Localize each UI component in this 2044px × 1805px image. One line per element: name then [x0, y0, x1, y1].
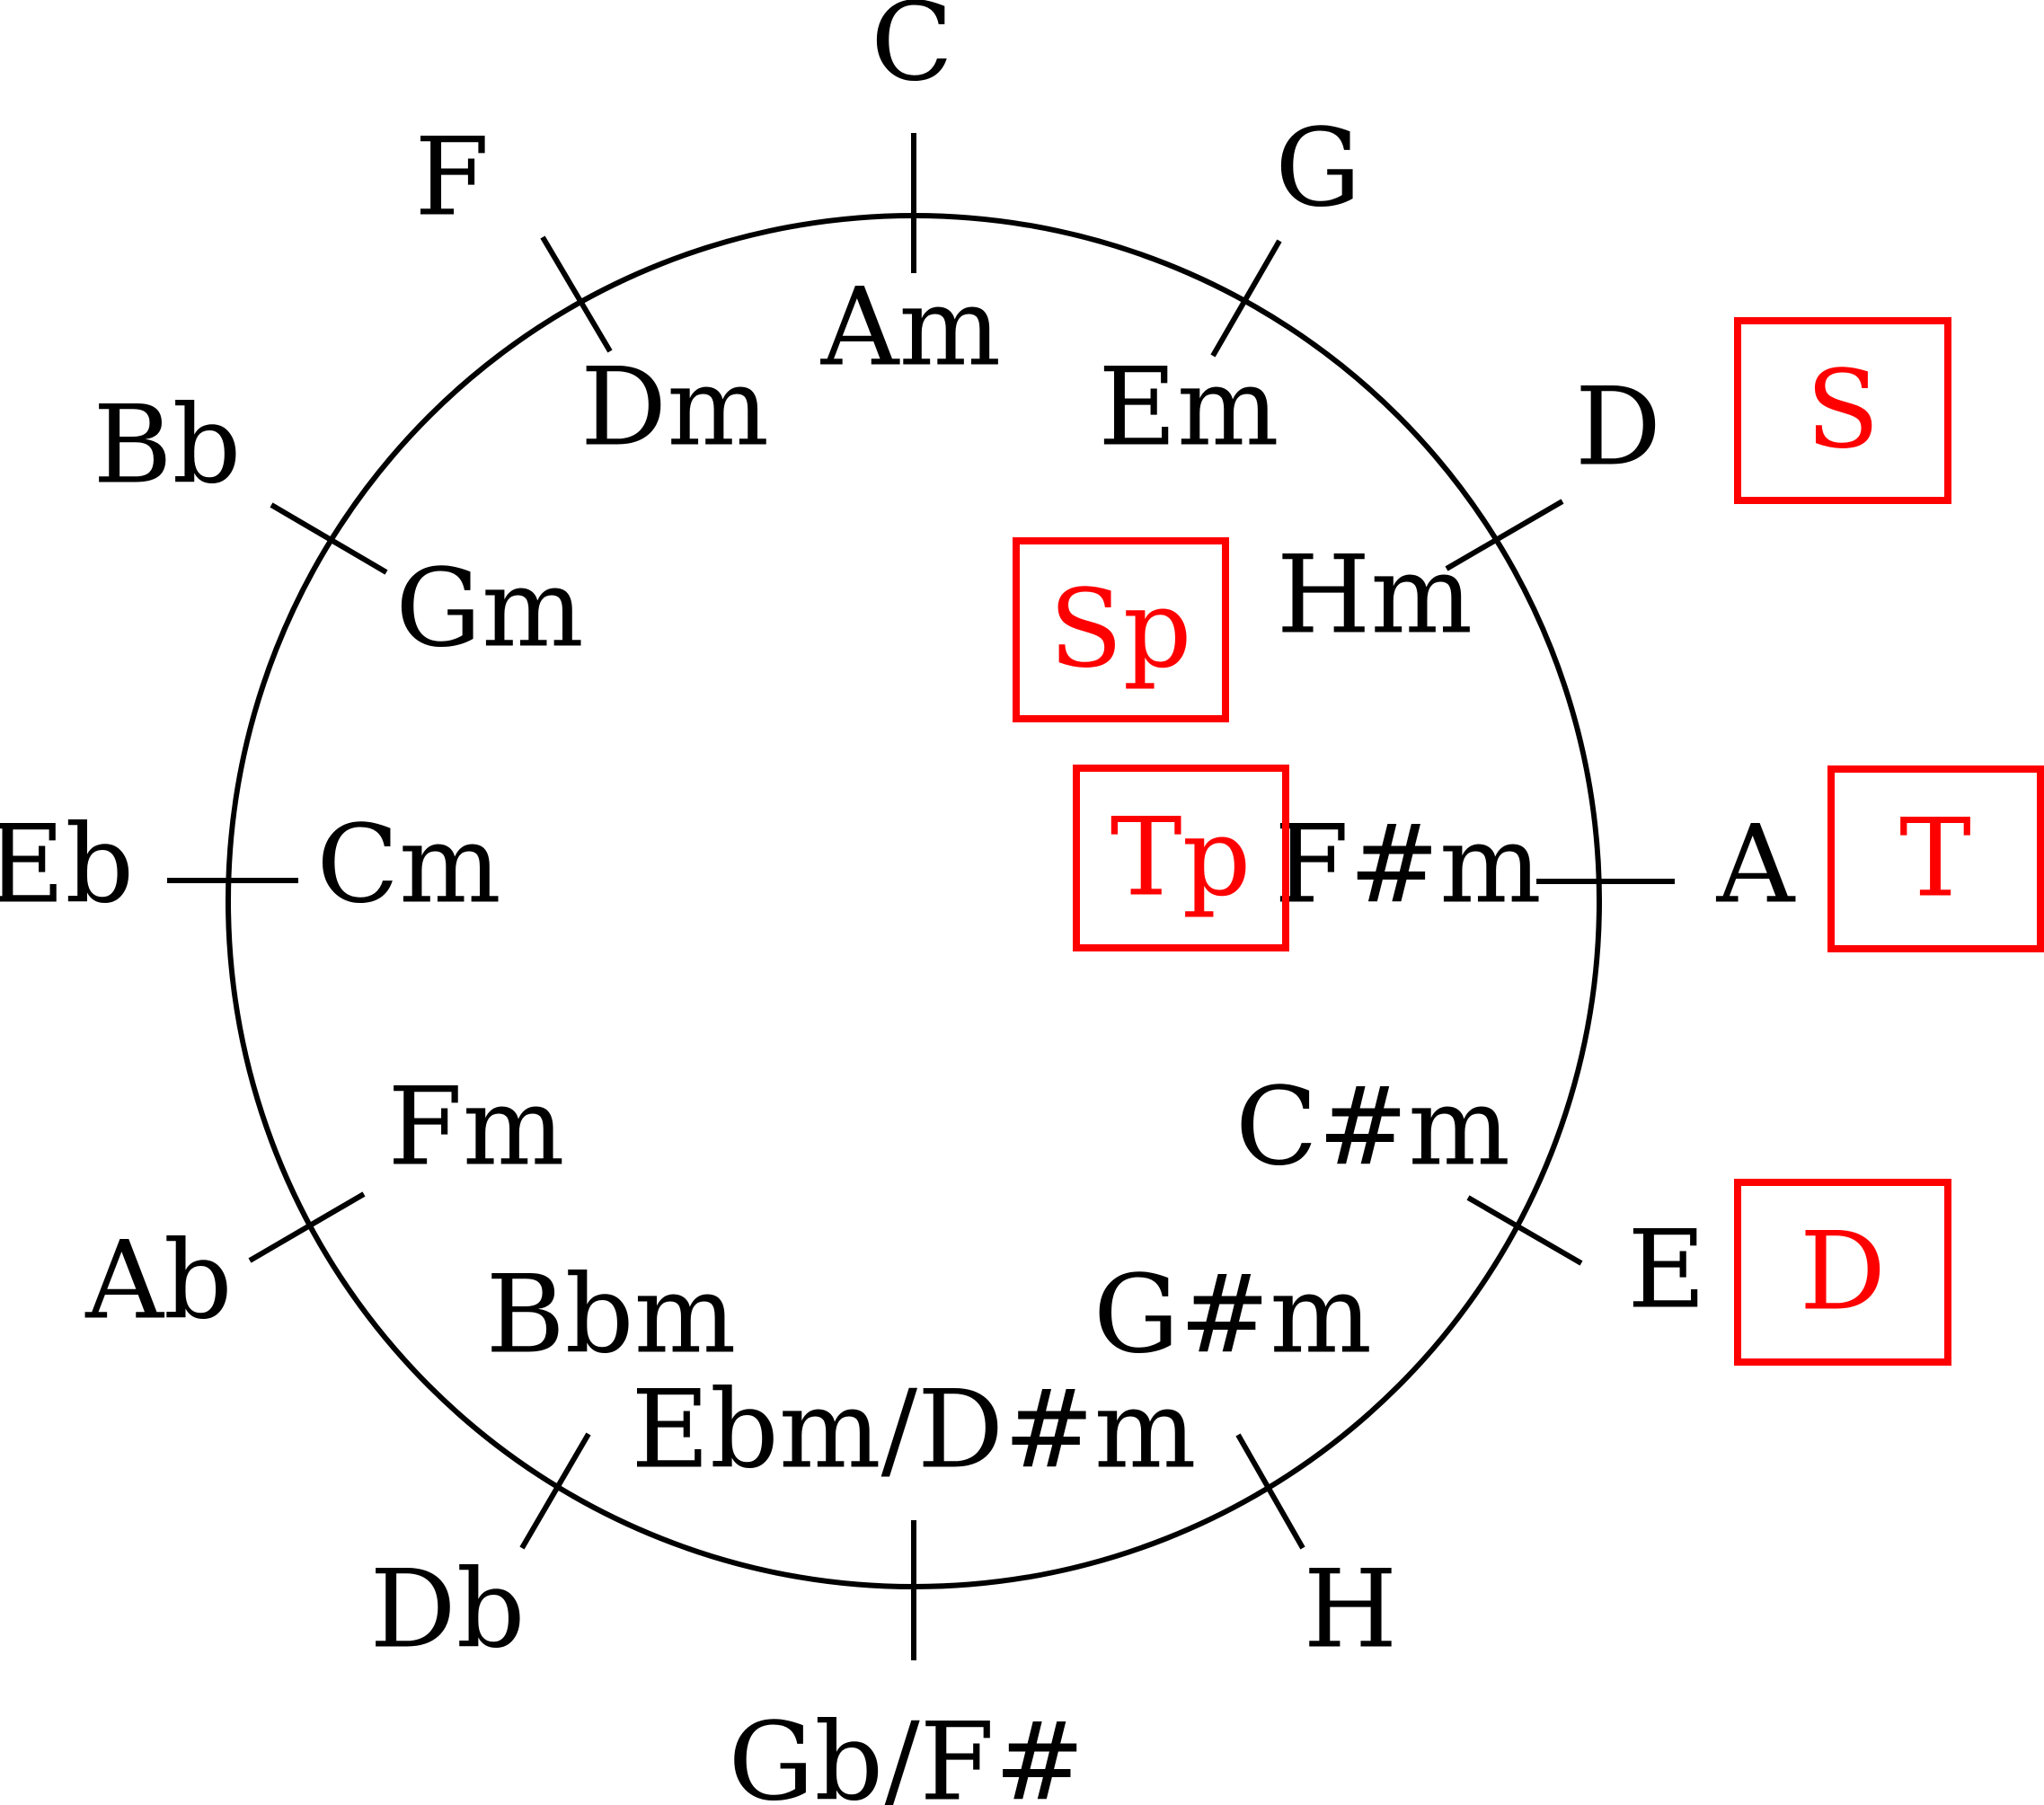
- tick-bb: [270, 502, 388, 575]
- dominant-label: D: [1800, 1210, 1886, 1335]
- minor-key-gsharpm: G#m: [1093, 1253, 1372, 1378]
- minor-key-ebm: Ebm/D#m: [631, 1368, 1196, 1493]
- tick-marks: [167, 133, 1675, 1660]
- minor-key-bbm: Bbm: [486, 1253, 737, 1378]
- tonic-parallel-label: Tp: [1110, 796, 1252, 921]
- major-key-gb: Gb/F#: [729, 1701, 1085, 1805]
- subdominant-label: S: [1806, 349, 1880, 473]
- tick-ab: [248, 1191, 366, 1263]
- tonic-box: [1827, 765, 2044, 952]
- minor-key-em: Em: [1098, 346, 1279, 471]
- minor-key-am: Am: [820, 266, 1001, 391]
- minor-key-labels: Am Em Hm F#m C#m G#m Ebm/D#m Bbm Fm Cm G…: [316, 266, 1542, 1493]
- tonic-label: T: [1899, 797, 1971, 922]
- tick-db: [519, 1432, 591, 1550]
- minor-key-fsharpm: F#m: [1274, 803, 1542, 928]
- function-boxes: S T D Sp Tp: [1013, 317, 2044, 1366]
- minor-key-cm: Cm: [316, 803, 501, 928]
- major-key-c: C: [871, 0, 953, 106]
- major-key-e: E: [1627, 1208, 1706, 1333]
- major-key-g: G: [1275, 107, 1361, 232]
- minor-key-hm: Hm: [1277, 534, 1473, 659]
- subdominant-parallel-box: [1013, 537, 1229, 722]
- minor-key-dm: Dm: [580, 346, 769, 471]
- tick-f: [540, 235, 613, 353]
- subdominant-parallel-label: Sp: [1049, 568, 1191, 693]
- major-key-eb: Eb: [0, 803, 134, 928]
- major-key-h: H: [1304, 1548, 1398, 1673]
- tick-h: [1235, 1433, 1305, 1550]
- tick-g: [1210, 239, 1282, 358]
- major-key-bb: Bb: [93, 384, 242, 509]
- major-key-d: D: [1575, 366, 1661, 491]
- minor-key-csharpm: C#m: [1235, 1066, 1510, 1190]
- major-key-db: Db: [369, 1548, 525, 1673]
- minor-key-gm: Gm: [395, 547, 584, 672]
- tick-d: [1445, 499, 1564, 571]
- minor-key-fm: Fm: [387, 1066, 564, 1190]
- dominant-box: [1734, 1179, 1951, 1366]
- major-key-a: A: [1716, 803, 1796, 928]
- subdominant-box: [1734, 317, 1951, 504]
- major-key-f: F: [414, 116, 489, 241]
- major-key-labels: C G D A E H Gb/F# Db Ab Eb Bb F: [0, 0, 1796, 1805]
- major-key-ab: Ab: [84, 1219, 232, 1344]
- tick-e: [1466, 1195, 1583, 1266]
- tonic-parallel-box: [1073, 765, 1289, 951]
